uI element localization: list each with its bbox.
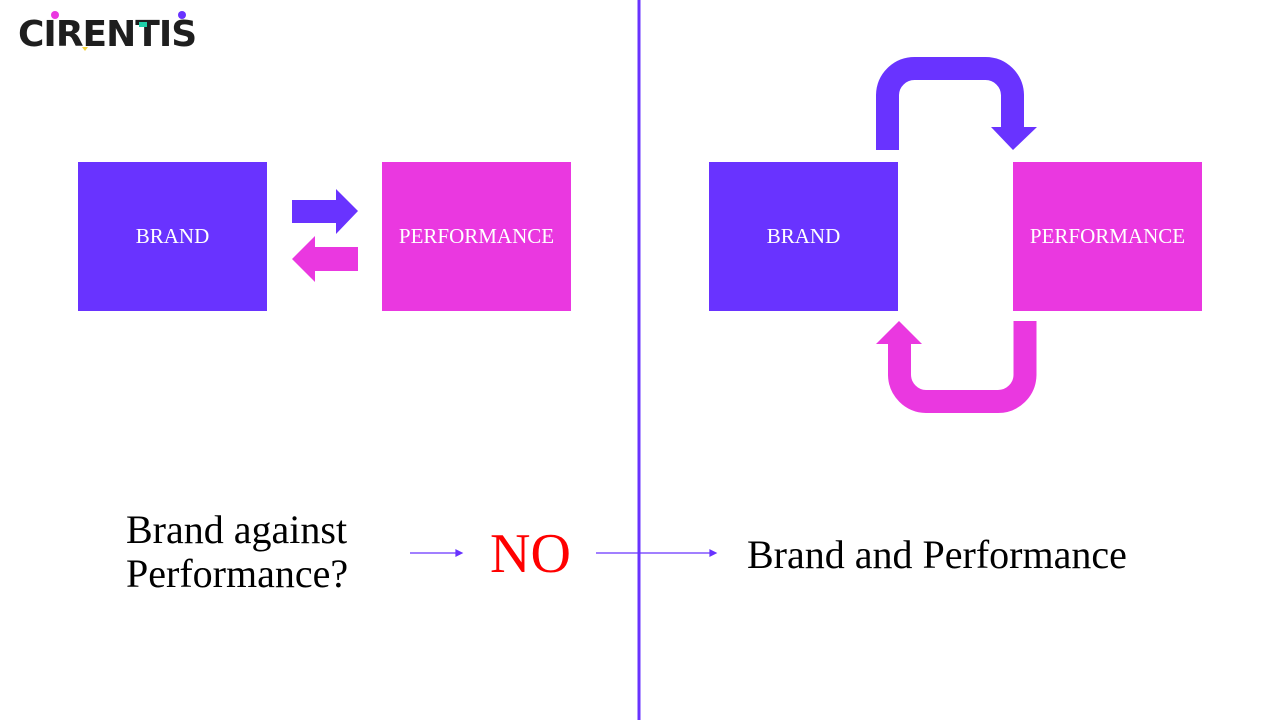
loop-arrow-bottom-icon xyxy=(888,321,1037,413)
question-line-2: Performance? xyxy=(126,551,349,596)
brand-label: BRAND xyxy=(135,224,210,248)
connector-arrow-1 xyxy=(410,549,464,557)
performance-label: PERFORMANCE xyxy=(398,224,555,248)
performance-label: PERFORMANCE xyxy=(1029,224,1186,248)
logo-dot-purple xyxy=(178,11,186,19)
performance-box-right: PERFORMANCE xyxy=(1013,162,1202,311)
performance-box-left: PERFORMANCE xyxy=(382,162,571,311)
arrow-right-icon xyxy=(292,189,358,234)
brand-box-left: BRAND xyxy=(78,162,267,311)
conclusion-text: Brand and Performance xyxy=(747,532,1127,577)
logo-yellow-mark xyxy=(82,47,88,51)
logo-teal-mark xyxy=(139,22,147,27)
brand-box-right: BRAND xyxy=(709,162,898,311)
question-text: Brand against Performance? xyxy=(126,508,348,596)
loop-arrow-top-icon xyxy=(876,57,1024,150)
logo-dot-pink xyxy=(51,11,59,19)
no-answer: NO xyxy=(490,523,571,585)
connector-arrow-2 xyxy=(596,549,718,557)
arrow-left-icon xyxy=(292,236,358,282)
question-line-1: Brand against xyxy=(126,507,348,552)
brand-label: BRAND xyxy=(766,224,841,248)
cirentis-logo: CIRENTIS xyxy=(18,14,197,55)
